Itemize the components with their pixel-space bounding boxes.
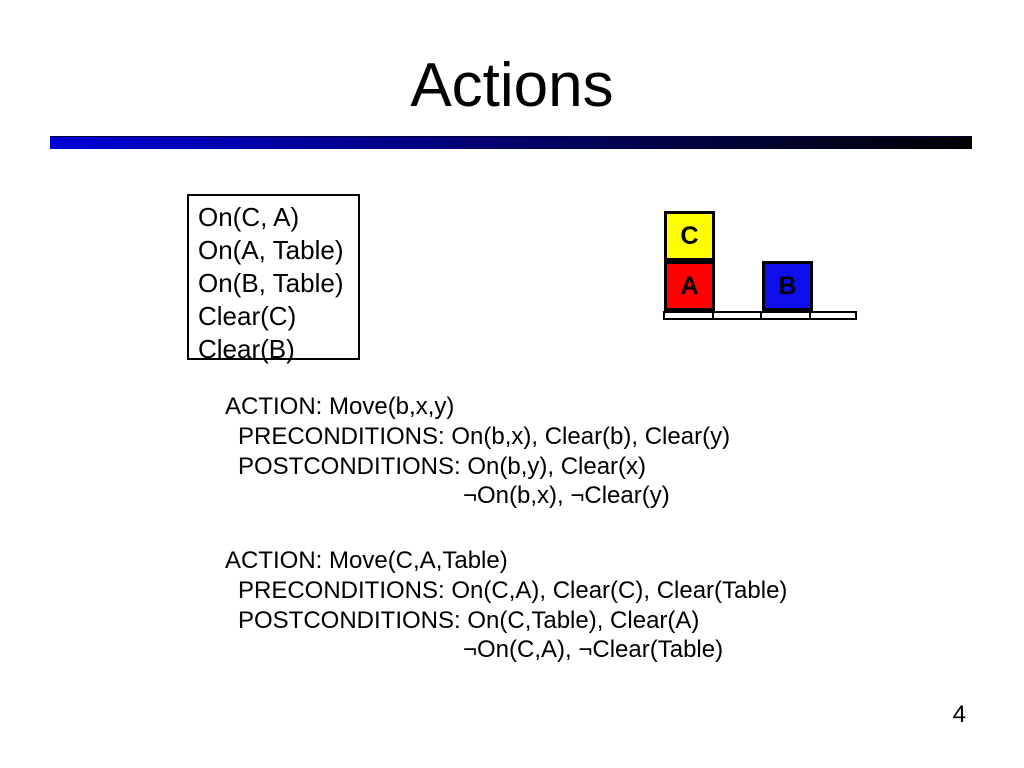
action-definition-generic: ACTION: Move(b,x,y) PRECONDITIONS: On(b,… [0,392,1024,511]
negations-line: ¬On(C,A), ¬Clear(Table) [463,636,724,664]
block-a-label: A [680,271,699,300]
table-segment [663,311,714,320]
action-definition-instance: ACTION: Move(C,A,Table) PRECONDITIONS: O… [0,546,1024,665]
table-segment [760,311,811,320]
state-line: Clear(B) [198,334,295,364]
postconditions-line: POSTCONDITIONS: On(b,y), Clear(x) [238,452,647,480]
action-line: ACTION: Move(b,x,y) [225,393,455,420]
table-segment [712,311,762,320]
action-line: ACTION: Move(C,A,Table) [225,547,508,574]
title-divider-bar [50,136,972,149]
block-b: B [762,261,813,311]
block-c-label: C [680,221,699,250]
state-line: On(A, Table) [198,235,344,265]
state-line: Clear(C) [198,301,297,331]
table-surface [663,311,857,320]
state-line: On(B, Table) [198,268,344,298]
postconditions-line: POSTCONDITIONS: On(C,Table), Clear(A) [238,606,700,634]
state-line: On(C, A) [198,202,300,232]
block-c: C [664,211,715,261]
block-b-label: B [778,271,797,300]
preconditions-line: PRECONDITIONS: On(b,x), Clear(b), Clear(… [238,422,731,450]
block-a: A [664,261,715,311]
negations-line: ¬On(b,x), ¬Clear(y) [463,482,670,510]
page-number: 4 [952,701,966,728]
table-segment [809,311,857,320]
initial-state-box: On(C, A) On(A, Table) On(B, Table) Clear… [187,194,360,364]
preconditions-line: PRECONDITIONS: On(C,A), Clear(C), Clear(… [238,576,788,604]
page-title: Actions [410,51,614,120]
